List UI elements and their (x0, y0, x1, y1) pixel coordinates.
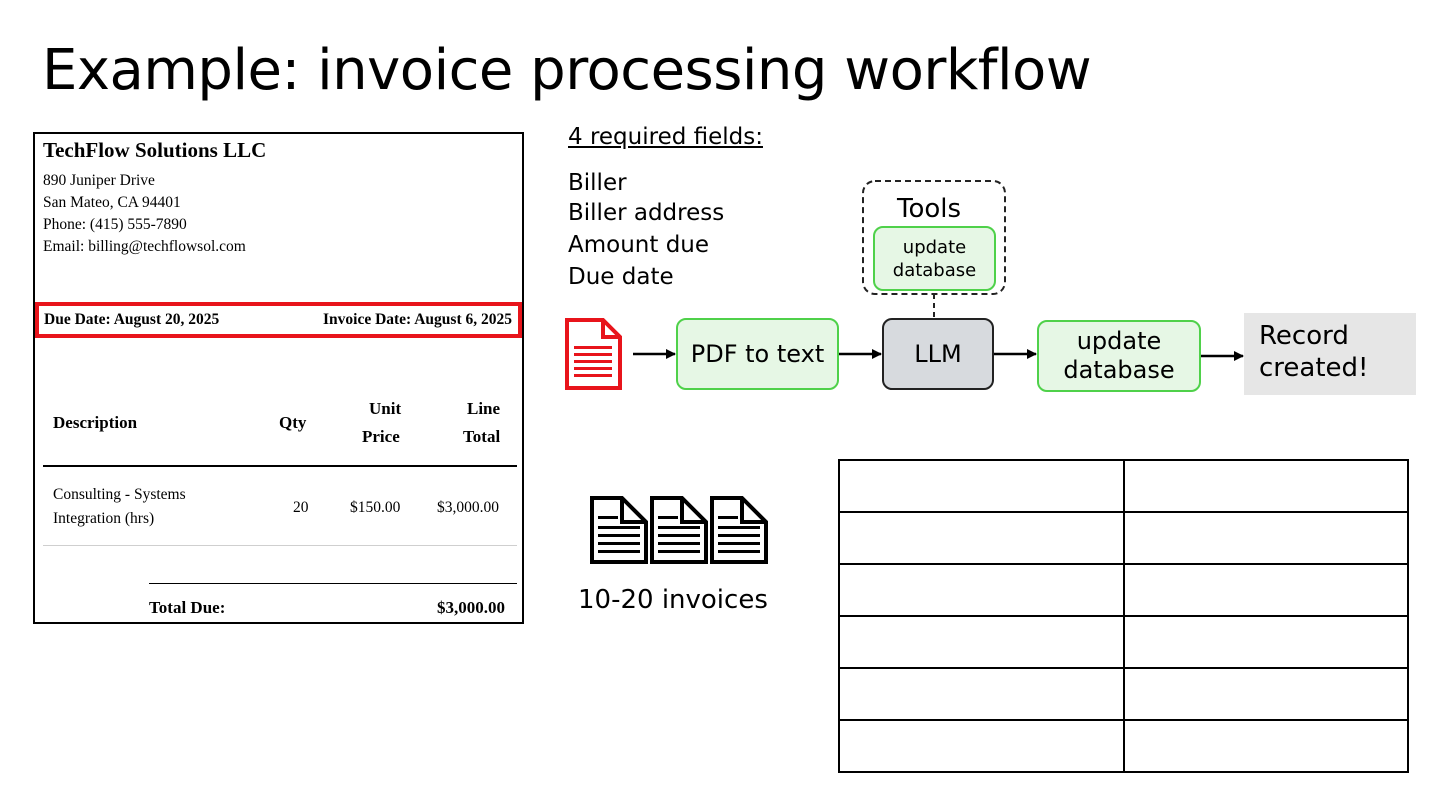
table-row (838, 563, 1409, 617)
required-field-item: Due date (568, 264, 674, 290)
pdf-document-icon (565, 318, 622, 390)
table-cell (1122, 667, 1409, 721)
col-header-unit-price: Price (362, 427, 400, 446)
table-cell (838, 719, 1125, 773)
row-divider (43, 545, 517, 546)
table-row (838, 615, 1409, 669)
record-created-result: Record created! (1244, 313, 1416, 395)
invoice-address-line: 890 Juniper Drive (43, 172, 155, 189)
table-row (838, 511, 1409, 565)
invoice-document: TechFlow Solutions LLC 890 Juniper Drive… (33, 132, 524, 624)
step-update-label: database (1063, 356, 1175, 384)
table-cell (838, 459, 1125, 513)
required-field-item: Biller (568, 170, 627, 196)
table-row (838, 719, 1409, 773)
row-line-total: $3,000.00 (437, 499, 499, 516)
invoice-issue-date: Invoice Date: August 6, 2025 (322, 311, 512, 328)
invoice-dates-highlight: Due Date: August 20, 2025 Invoice Date: … (35, 302, 522, 338)
table-cell (1122, 719, 1409, 773)
table-row (838, 667, 1409, 721)
row-qty: 20 (293, 499, 309, 516)
invoice-phone: Phone: (415) 555-7890 (43, 216, 187, 233)
document-stack-icon (590, 496, 768, 564)
tool-update-label: database (892, 259, 977, 281)
table-cell (1122, 615, 1409, 669)
tools-label: Tools (897, 194, 962, 224)
col-header-qty: Qty (279, 413, 307, 432)
step-llm: LLM (882, 318, 994, 390)
col-header-line-total: Total (463, 427, 501, 446)
invoice-address-line: San Mateo, CA 94401 (43, 194, 181, 211)
table-cell (838, 511, 1125, 565)
total-due-label: Total Due: (149, 598, 226, 617)
table-cell (1122, 459, 1409, 513)
table-cell (1122, 511, 1409, 565)
table-cell (1122, 563, 1409, 617)
row-unit-price: $150.00 (350, 499, 401, 516)
tool-update-database: update database (873, 226, 996, 291)
total-rule (149, 583, 517, 584)
col-header-unit-price: Unit (369, 399, 402, 418)
required-field-item: Biller address (568, 200, 725, 226)
step-pdf-to-text: PDF to text (676, 318, 839, 390)
invoice-batch-caption: 10-20 invoices (578, 585, 768, 615)
step-llm-label: LLM (914, 340, 962, 368)
header-rule (43, 465, 517, 467)
col-header-line-total: Line (467, 399, 501, 418)
invoice-company-name: TechFlow Solutions LLC (43, 138, 267, 162)
table-cell (838, 563, 1125, 617)
table-cell (838, 615, 1125, 669)
invoice-email: Email: billing@techflowsol.com (43, 238, 246, 255)
table-row (838, 459, 1409, 513)
row-description: Integration (hrs) (53, 510, 155, 527)
slide-title: Example: invoice processing workflow (42, 38, 1092, 103)
step-update-label: update (1076, 327, 1162, 355)
step-update-database: update database (1037, 320, 1201, 392)
table-cell (838, 667, 1125, 721)
col-header-description: Description (53, 413, 138, 432)
record-created-label: created! (1259, 353, 1369, 383)
database-table (838, 459, 1409, 773)
required-field-item: Amount due (568, 232, 710, 258)
tool-update-label: update (902, 236, 967, 258)
required-fields-heading: 4 required fields: (568, 124, 763, 150)
record-created-label: Record (1259, 321, 1349, 351)
total-due-value: $3,000.00 (437, 598, 505, 617)
invoice-due-date: Due Date: August 20, 2025 (44, 311, 220, 328)
row-description: Consulting - Systems (53, 486, 186, 503)
step-pdf-to-text-label: PDF to text (690, 340, 825, 368)
